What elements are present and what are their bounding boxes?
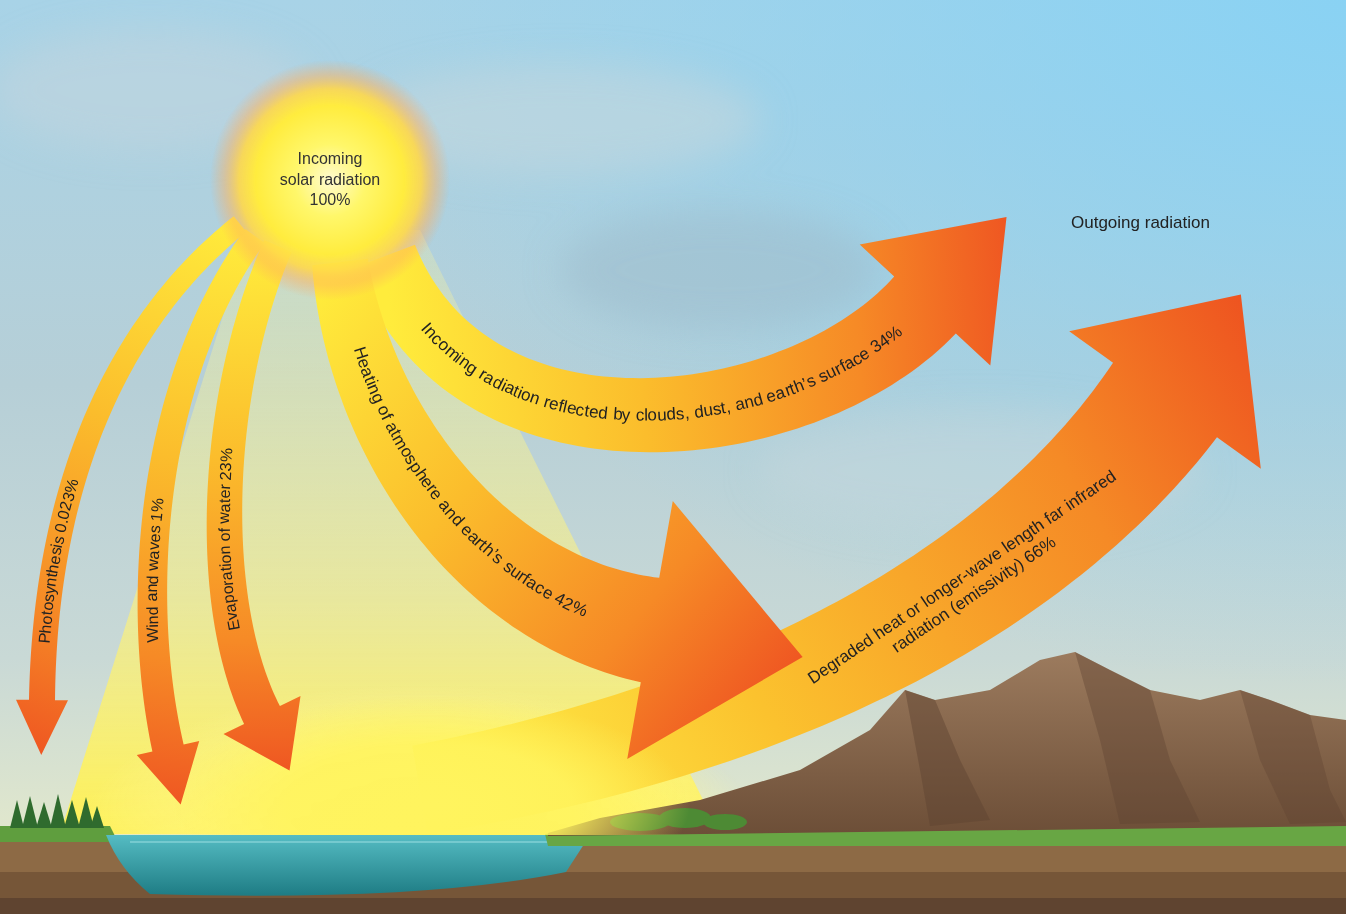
sun-disc [210,60,450,300]
label-letter: o [217,554,234,564]
label-letter: l [644,407,648,424]
trees [10,794,104,828]
tree [22,796,38,828]
label-letter: % [149,497,167,513]
label-letter [145,570,161,575]
energy-arrow [355,217,1006,452]
label-letter [144,602,160,607]
label-letter: d [144,606,160,615]
cloud [560,210,880,330]
label-letter: n [217,545,233,555]
label-letter [217,541,233,546]
label-letter: w [216,512,232,524]
tree [36,802,52,828]
label-letter: a [145,550,161,560]
label-letter: o [38,614,55,624]
mountain-shade [1240,690,1346,824]
energy-arrow [312,259,802,759]
label-letter: o [217,532,233,541]
tree [90,806,104,828]
label-letter: d [598,404,609,422]
tree [50,794,66,828]
label-letter: e [146,533,163,543]
label-letter: a [216,503,232,512]
label-letter: , [684,404,690,421]
arrow-label: Wind and waves 1% [136,489,173,651]
sun-circle: Incoming solar radiation 100% [210,60,450,300]
caption-text: Outgoing radiation [1071,212,1210,233]
label-letter: r [217,484,233,490]
arrow-label: Incoming radiation reflected by clouds, … [409,310,910,432]
label-letter: d [144,575,160,584]
label-letter: b [612,405,623,423]
lake-ripple [130,841,570,843]
tree [64,800,80,828]
label-letter: y [622,406,631,423]
bush [703,814,747,830]
grass [0,826,118,842]
arrow-label: Evaporation of water 23% [208,439,249,641]
label-letter: s [147,525,164,534]
label-letter: e [217,490,233,499]
sun-label: Incoming solar radiation 100% [279,149,382,211]
label-letter: t [217,499,233,504]
soil-layer [0,898,1346,914]
label-letter: a [219,571,236,581]
label-letter: u [657,406,667,423]
label-letter: c [635,407,644,424]
mountain-shade [1075,652,1200,824]
label-letter: f [217,528,233,533]
label-letter: W [145,627,162,643]
label-letter: d [666,405,677,423]
lake [106,835,590,896]
label-letter: n [144,584,160,593]
label-letter: 3 [218,462,235,472]
label-letter [216,524,232,529]
arrow-label: Heating of atmosphere and earth’s surfac… [344,336,597,626]
label-letter: P [36,632,53,644]
label-letter: w [145,559,161,571]
arrow-label: Photosynthesis 0.023% [29,470,88,654]
tree [10,800,24,828]
label-letter: 1 [148,511,165,522]
label-letter: v [146,542,162,551]
label-letter: i [145,624,161,628]
label-letter: o [648,406,658,423]
label-letter [630,406,635,423]
energy-arrow [16,216,246,755]
label-letter: n [145,615,161,624]
mountain-shade [905,690,990,826]
label-letter: a [144,593,160,602]
label-letter: h [37,623,54,633]
label-letter: 2 [218,471,235,481]
label-letter: % [219,447,236,463]
